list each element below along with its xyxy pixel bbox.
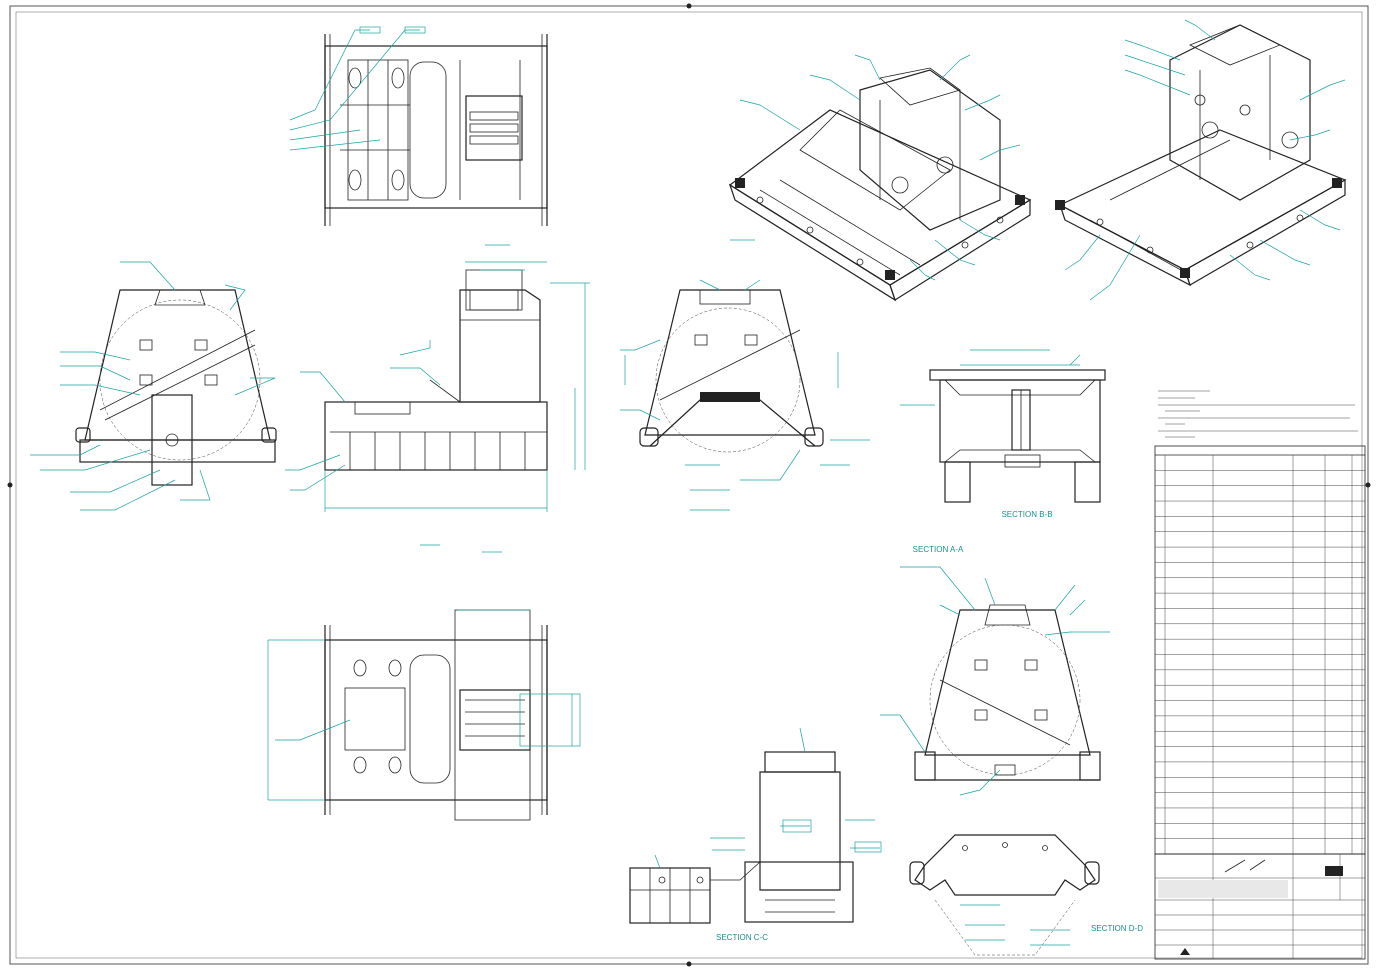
sheet-border — [7, 3, 1371, 967]
section-d-title: SECTION D-D — [1091, 924, 1143, 933]
isometric-view-1 — [728, 54, 1032, 302]
isometric-view-2 — [1055, 19, 1347, 301]
top-view — [289, 26, 548, 226]
section-c-title: SECTION C-C — [716, 933, 768, 942]
side-view — [285, 244, 590, 512]
section-c-view: SECTION C-C — [629, 727, 882, 942]
section-a-view: SECTION A-A — [880, 545, 1110, 796]
section-d-view: SECTION D-D — [909, 834, 1143, 956]
section-b-title: SECTION B-B — [1001, 510, 1052, 519]
title-block — [1154, 853, 1366, 960]
section-b-view: SECTION B-B — [900, 349, 1106, 519]
bottom-view — [267, 609, 581, 821]
section-a-title: SECTION A-A — [913, 545, 964, 554]
notes-block — [1158, 390, 1358, 438]
parts-list-table — [1154, 445, 1366, 855]
front-view — [30, 261, 277, 511]
section-cut-markers — [420, 239, 755, 553]
section-c-front — [620, 279, 870, 511]
